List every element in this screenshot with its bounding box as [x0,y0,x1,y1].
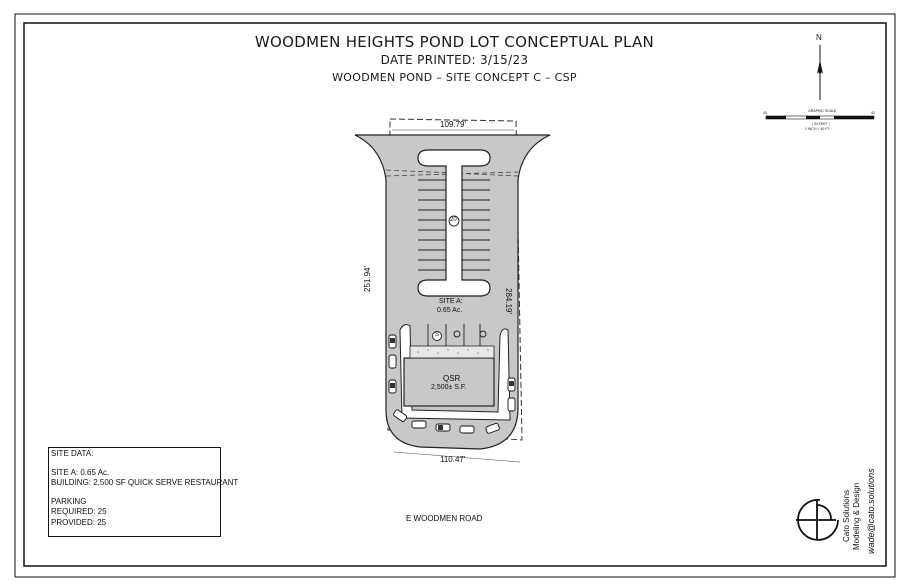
dim-top: 109.79' [440,120,466,129]
plan-subtitle: WOODMEN POND – SITE CONCEPT C – CSP [332,71,577,84]
property-boundary [387,118,523,441]
dim-line-bottom [393,451,521,463]
date-printed: DATE PRINTED: 3/15/23 [380,53,529,67]
site-data-required: REQUIRED: 25 [51,507,107,517]
site-data-heading: SITE DATA: [51,449,94,458]
site-data-provided: PROVIDED: 25 [51,517,107,527]
accessible-parking-icon [453,330,487,338]
cato-logo-icon [796,499,839,541]
s-badge [432,331,442,341]
scale-ratio: 1 INCH = 40 FT [805,127,830,131]
plan-title: WOODMEN HEIGHTS POND LOT CONCEPTUAL PLAN [254,33,655,51]
drive-thru-car-roofs [390,338,514,430]
dim-right: 284.19' [504,288,513,314]
s-label: S [435,332,440,338]
parking-stalls-right [462,179,490,271]
logo-tagline: Modeling & Design [852,482,861,550]
scale-unit: ( IN FEET ) [812,122,830,126]
site-data-parking: PARKING [51,496,87,506]
dim-left: 251.94' [363,266,372,292]
building-label: QSR [443,374,461,383]
scale-left-value: 40 [763,111,767,115]
site-label: SITE A: [439,298,463,305]
logo-company: Cato Solutions [842,489,851,542]
site-area: 0.65 Ac. [437,307,463,314]
parking-count: 20 [450,217,457,223]
patio-texture [417,349,489,354]
patio [409,345,495,359]
lower-island-curb [399,324,511,421]
building-area: 2,500± S.F. [431,384,467,391]
scale-right-value: 40 [871,111,875,115]
logo-email: wade@cato.solutions [866,468,876,554]
parking-count-badge [448,215,460,227]
site-data-box: SITE DATA: SITE A: 0.65 Ac. BUILDING: 2,… [48,447,239,537]
inner-border [23,22,887,567]
north-arrow-icon [817,45,823,100]
parking-stalls-left [418,179,446,271]
scale-title: GRAPHIC SCALE [808,109,837,113]
north-label: N [816,33,822,42]
outer-border [14,13,896,578]
site-data-building: BUILDING: 2,500 SF QUICK SERVE RESTAURAN… [51,478,239,488]
dim-bottom: 110.47' [440,455,466,464]
road-label: E WOODMEN ROAD [406,514,483,523]
site-data-site-a: SITE A: 0.65 Ac. [51,467,110,477]
graphic-scale-bar [765,115,875,120]
